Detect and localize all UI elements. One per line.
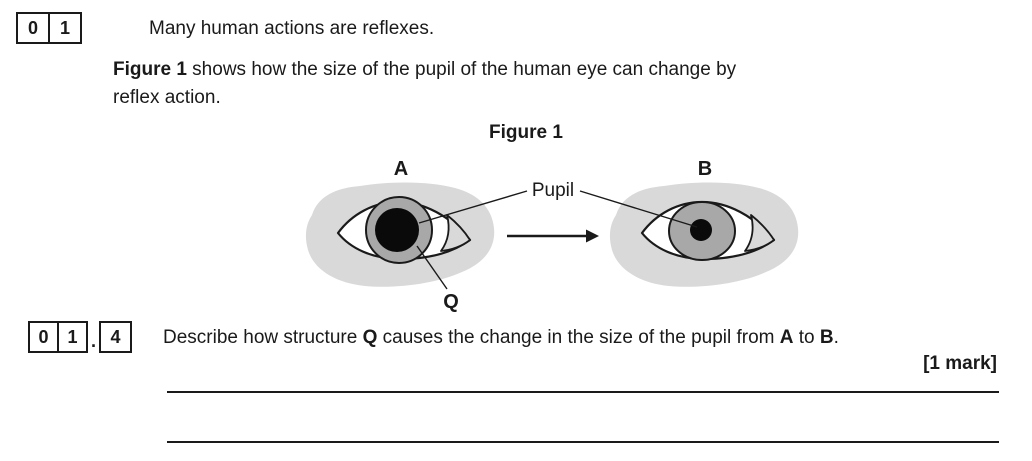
prompt-text: causes the change in the size of the pup… [377, 327, 780, 348]
prompt-text: to [793, 327, 820, 348]
pupil-label: Pupil [532, 180, 574, 201]
question-number-cell: 1 [48, 12, 82, 44]
subquestion-number-cells: 0 1 [28, 321, 88, 353]
eye-b-label: B [698, 158, 712, 180]
transition-arrow-icon [507, 229, 599, 243]
marks-label: [1 mark] [923, 353, 997, 374]
subquestion-number-cell: 0 [28, 321, 59, 353]
figure-title: Figure 1 [489, 122, 563, 143]
pupil-leader-line-right [579, 190, 698, 228]
pupil-leader-line-left [418, 190, 528, 224]
eye-b-corner-fold [744, 214, 775, 252]
subquestion-prompt: Describe how structure Q causes the chan… [163, 326, 839, 350]
eye-a-pupil [375, 208, 419, 252]
figure-description-line1: shows how the size of the pupil of the h… [186, 59, 737, 80]
subquestion-number-box: 0 1 . 4 [28, 321, 133, 353]
answer-line [167, 391, 999, 393]
question-number-box: 0 1 [16, 12, 82, 44]
question-number-cells: 0 1 [16, 12, 82, 44]
subquestion-number-cell: 1 [57, 321, 88, 353]
figure-description-text: Figure 1 shows how the size of the pupil… [113, 56, 736, 112]
prompt-bold-a: A [779, 327, 794, 348]
q-label: Q [443, 291, 459, 313]
figure-reference-bold: Figure 1 [113, 59, 187, 80]
question-intro-text: Many human actions are reflexes. [149, 18, 435, 39]
eye-a-label: A [394, 158, 408, 180]
q-leader-line [416, 245, 448, 290]
prompt-bold-q: Q [362, 327, 378, 348]
figure-1-diagram: A B Pupil Q [305, 158, 799, 313]
eye-b-pupil [690, 219, 712, 241]
subquestion-part-cell: 4 [99, 321, 133, 353]
question-number-cell: 0 [16, 12, 50, 44]
prompt-bold-b: B [819, 327, 834, 348]
figure-description-line2: reflex action. [113, 87, 221, 108]
part-separator: . [91, 331, 97, 351]
eye-a-diagram [305, 182, 495, 287]
eye-b-diagram [609, 182, 799, 287]
prompt-text: . [833, 327, 839, 348]
prompt-text: Describe how structure [163, 327, 363, 348]
answer-line [167, 441, 999, 443]
eye-a-corner-fold [440, 214, 471, 252]
